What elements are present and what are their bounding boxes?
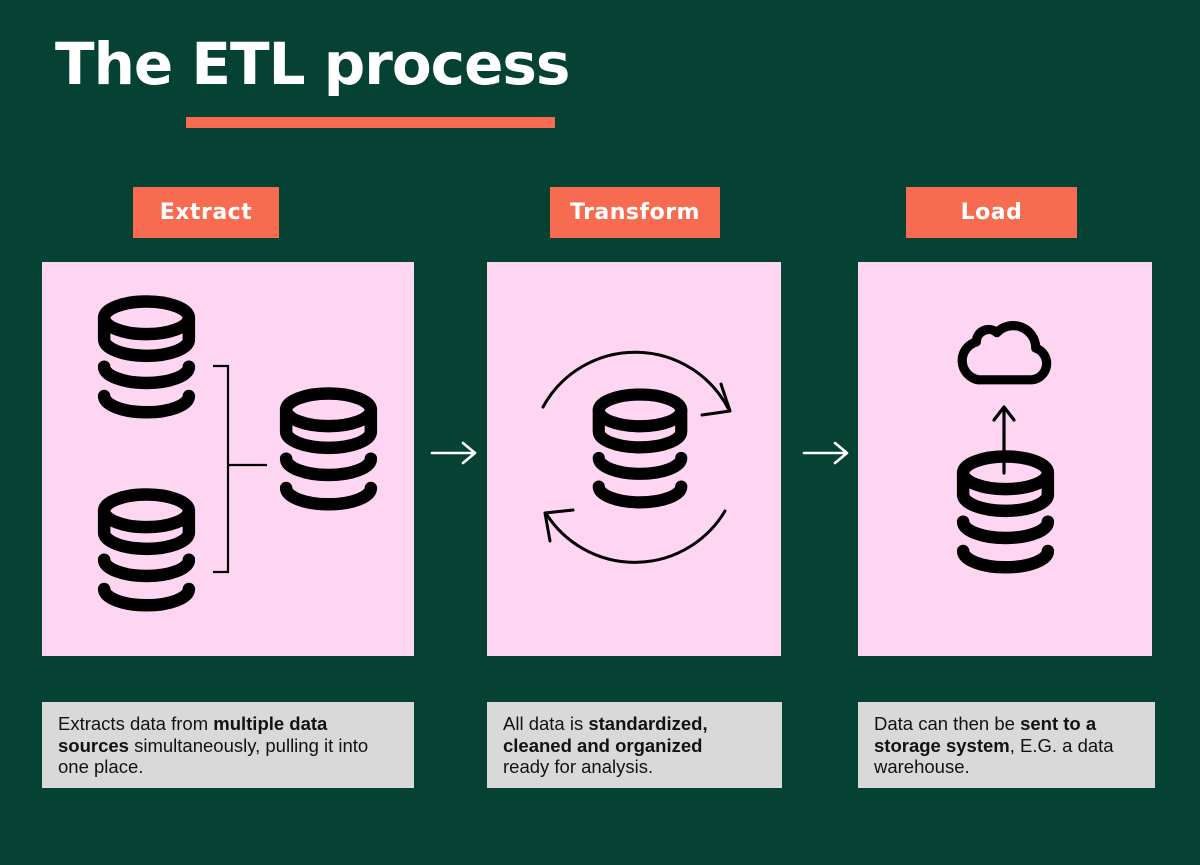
extract-panel: [42, 262, 414, 656]
merge-bracket-lines: [213, 364, 267, 574]
transform-description: All data is standardized, cleaned and or…: [487, 702, 782, 788]
flow-arrow-icon: [802, 441, 849, 465]
database-icon: [585, 388, 695, 511]
load-panel: [858, 262, 1152, 656]
load-description: Data can then be sent to a storage syste…: [858, 702, 1155, 788]
title-underline: [186, 117, 555, 128]
stage-label-transform: Transform: [550, 187, 720, 238]
cloud-icon: [957, 321, 1052, 385]
stage-label-load: Load: [906, 187, 1077, 238]
sync-cycle-arrows-icon: [541, 350, 732, 564]
database-icon: [90, 488, 203, 614]
stage-label-extract: Extract: [133, 187, 279, 238]
database-icon: [90, 295, 203, 421]
transform-panel: [487, 262, 781, 656]
page-title: The ETL process: [55, 30, 570, 98]
upload-arrow-icon: [992, 405, 1016, 475]
database-icon: [272, 387, 385, 513]
extract-description: Extracts data from multiple data sources…: [42, 702, 414, 788]
flow-arrow-icon: [430, 441, 477, 465]
